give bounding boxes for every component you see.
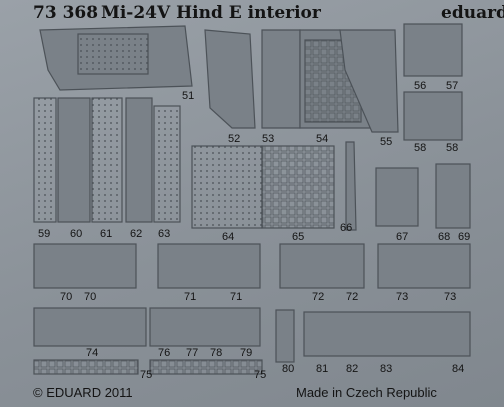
part-number-79: 79 bbox=[240, 347, 253, 359]
part-number-58: 58 bbox=[446, 142, 459, 154]
part-number-57: 57 bbox=[446, 80, 459, 92]
part-55-panel bbox=[339, 29, 399, 133]
part-number-67: 67 bbox=[396, 231, 409, 243]
brand-logo: eduard bbox=[441, 3, 504, 23]
part-number-60: 60 bbox=[70, 228, 83, 240]
part-68-69-block bbox=[435, 163, 471, 229]
part-71-frame bbox=[157, 243, 261, 289]
part-76-79-strip bbox=[149, 307, 261, 347]
part-number-80: 80 bbox=[282, 363, 295, 375]
sheet-code: 73 368 bbox=[33, 3, 99, 23]
part-63-strip bbox=[153, 105, 181, 223]
part-75-strip-b bbox=[149, 359, 263, 375]
part-80 bbox=[275, 309, 295, 363]
part-52-panel bbox=[204, 29, 256, 129]
part-61-strip bbox=[91, 97, 123, 223]
part-number-82: 82 bbox=[346, 363, 359, 375]
part-number-64: 64 bbox=[222, 231, 235, 243]
part-66-rod bbox=[345, 141, 357, 231]
part-number-52: 52 bbox=[228, 133, 241, 145]
sheet-title: Mi-24V Hind E interior bbox=[101, 3, 321, 23]
part-53-panel bbox=[261, 29, 301, 129]
part-74-strip bbox=[33, 307, 147, 347]
part-number-81: 81 bbox=[316, 363, 329, 375]
part-number-73: 73 bbox=[444, 291, 457, 303]
part-number-69: 69 bbox=[458, 231, 471, 243]
part-number-56: 56 bbox=[414, 80, 427, 92]
part-number-51: 51 bbox=[182, 90, 195, 102]
part-62-strip bbox=[125, 97, 153, 223]
part-number-66: 66 bbox=[340, 222, 353, 234]
part-number-72: 72 bbox=[312, 291, 325, 303]
part-number-75: 75 bbox=[140, 369, 153, 381]
part-number-84: 84 bbox=[452, 363, 465, 375]
part-number-68: 68 bbox=[438, 231, 451, 243]
part-number-65: 65 bbox=[292, 231, 305, 243]
part-number-74: 74 bbox=[86, 347, 99, 359]
part-number-77: 77 bbox=[186, 347, 199, 359]
part-51-inset bbox=[77, 33, 149, 75]
part-number-53: 53 bbox=[262, 133, 275, 145]
part-number-61: 61 bbox=[100, 228, 113, 240]
part-number-59: 59 bbox=[38, 228, 51, 240]
part-59-strip bbox=[33, 97, 57, 223]
part-number-62: 62 bbox=[130, 228, 143, 240]
part-73-frame bbox=[377, 243, 471, 289]
part-number-54: 54 bbox=[316, 133, 329, 145]
part-64-panel bbox=[191, 145, 263, 229]
part-81-84-frame bbox=[303, 311, 471, 357]
part-75-strip-a bbox=[33, 359, 139, 375]
part-number-70: 70 bbox=[84, 291, 97, 303]
part-60-strip bbox=[57, 97, 91, 223]
part-number-73: 73 bbox=[396, 291, 409, 303]
part-number-76: 76 bbox=[158, 347, 171, 359]
part-number-75: 75 bbox=[254, 369, 267, 381]
part-number-58: 58 bbox=[414, 142, 427, 154]
part-number-71: 71 bbox=[184, 291, 197, 303]
part-number-70: 70 bbox=[60, 291, 73, 303]
copyright-text: © EDUARD 2011 bbox=[33, 385, 133, 400]
part-number-78: 78 bbox=[210, 347, 223, 359]
part-number-71: 71 bbox=[230, 291, 243, 303]
part-65-panel bbox=[261, 145, 335, 229]
part-number-83: 83 bbox=[380, 363, 393, 375]
origin-text: Made in Czech Republic bbox=[296, 385, 437, 400]
part-72-frame bbox=[279, 243, 365, 289]
part-67-block bbox=[375, 167, 419, 227]
part-58-frame bbox=[403, 91, 463, 141]
part-56-57-frame bbox=[403, 23, 463, 77]
part-number-72: 72 bbox=[346, 291, 359, 303]
part-70-frame bbox=[33, 243, 137, 289]
part-number-55: 55 bbox=[380, 136, 393, 148]
part-number-63: 63 bbox=[158, 228, 171, 240]
